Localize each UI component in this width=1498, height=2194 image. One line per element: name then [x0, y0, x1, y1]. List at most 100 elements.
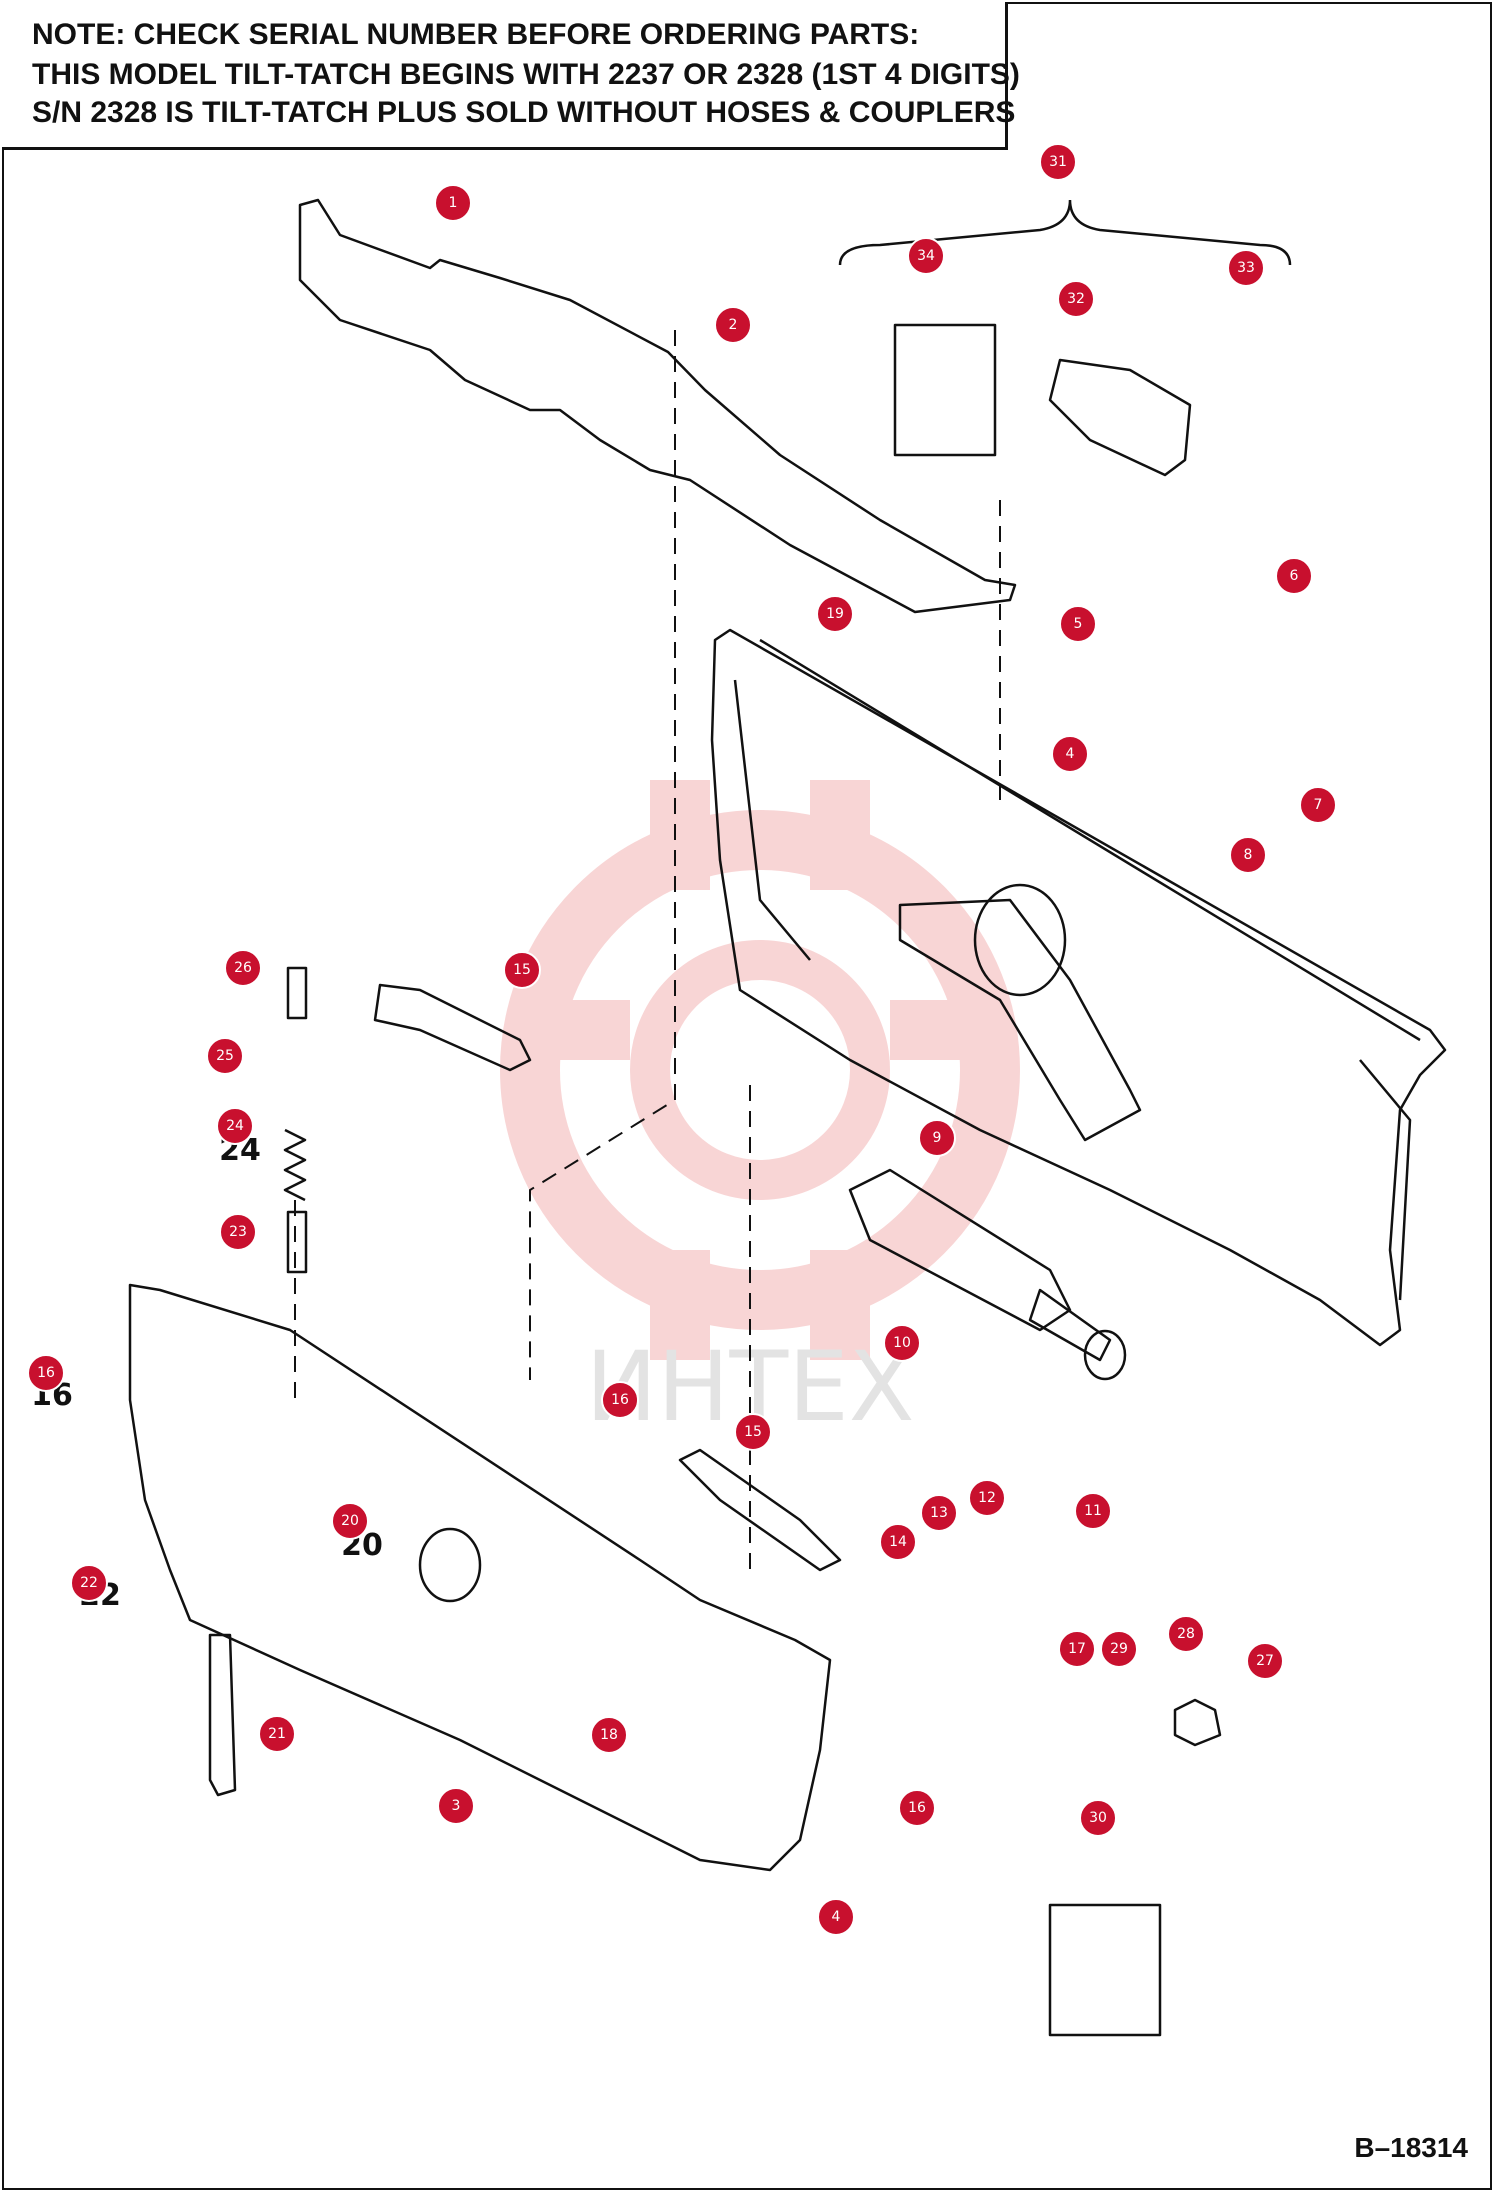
part-10-cylinder-rod-eye: [1083, 1329, 1127, 1381]
callout-33: 33: [1227, 249, 1265, 287]
callout-7: 7: [1299, 786, 1337, 824]
callout-16-center: 16: [601, 1381, 639, 1419]
callout-18: 18: [590, 1716, 628, 1754]
svg-text:31: 31: [1049, 154, 1067, 170]
callout-2: 2: [714, 306, 752, 344]
svg-text:4: 4: [1066, 746, 1075, 762]
callout-4-lower: 4: [817, 1898, 855, 1936]
svg-text:3: 3: [452, 1798, 461, 1814]
part-23-pin: [286, 1210, 308, 1274]
part-19-frame-inner-edge: [759, 638, 1421, 1042]
svg-text:30: 30: [1089, 1810, 1107, 1826]
note-line-2: THIS MODEL TILT-TATCH BEGINS WITH 2237 O…: [32, 58, 1020, 91]
callout-11: 11: [1074, 1492, 1112, 1530]
part-3-pivot-ring: [418, 1527, 482, 1603]
svg-text:16: 16: [37, 1365, 55, 1381]
callout-28: 28: [1167, 1615, 1205, 1653]
svg-text:16: 16: [611, 1392, 629, 1408]
svg-text:15: 15: [513, 962, 531, 978]
callout-15-upper: 15: [503, 951, 541, 989]
part-19-frame-left-flange: [733, 679, 811, 961]
svg-text:23: 23: [229, 1224, 247, 1240]
svg-text:28: 28: [1177, 1626, 1195, 1642]
svg-text:20: 20: [341, 1513, 359, 1529]
callout-24: 24: [216, 1107, 254, 1145]
part-15-upper-lever: [373, 983, 532, 1072]
svg-text:21: 21: [268, 1726, 286, 1742]
svg-text:2: 2: [729, 317, 738, 333]
callout-17: 17: [1058, 1630, 1096, 1668]
callout-13: 13: [920, 1494, 958, 1532]
svg-text:15: 15: [744, 1424, 762, 1440]
callout-32: 32: [1057, 280, 1095, 318]
svg-text:29: 29: [1110, 1641, 1128, 1657]
callout-31: 31: [1039, 143, 1077, 181]
callout-27: 27: [1246, 1642, 1284, 1680]
svg-text:13: 13: [930, 1505, 948, 1521]
callout-23: 23: [219, 1213, 257, 1251]
callout-29: 29: [1100, 1630, 1138, 1668]
callout-16-left: 16: [27, 1354, 65, 1392]
svg-text:26: 26: [234, 960, 252, 976]
callout-25: 25: [206, 1037, 244, 1075]
svg-text:17: 17: [1068, 1641, 1086, 1657]
part-15-lower-lever: [678, 1448, 842, 1572]
part-26-pin: [286, 966, 308, 1020]
callout-34: 34: [907, 237, 945, 275]
svg-text:9: 9: [933, 1130, 942, 1146]
callout-20: 20: [331, 1502, 369, 1540]
part-34-decal-sheet: [893, 323, 997, 457]
part-21-handle: [208, 1633, 237, 1797]
svg-text:18: 18: [600, 1727, 618, 1743]
part-32-coupler-cover: [1048, 358, 1192, 477]
svg-text:11: 11: [1084, 1503, 1102, 1519]
callout-16-right: 16: [898, 1789, 936, 1827]
svg-text:33: 33: [1237, 260, 1255, 276]
svg-text:14: 14: [889, 1534, 907, 1550]
callout-19: 19: [816, 595, 854, 633]
svg-text:32: 32: [1067, 291, 1085, 307]
callout-12: 12: [968, 1479, 1006, 1517]
serial-number-note: NOTE: CHECK SERIAL NUMBER BEFORE ORDERIN…: [2, 2, 1020, 150]
callout-14: 14: [879, 1523, 917, 1561]
callout-4-upper: 4: [1051, 735, 1089, 773]
svg-text:25: 25: [216, 1048, 234, 1064]
svg-text:10: 10: [893, 1335, 911, 1351]
callout-8: 8: [1229, 836, 1267, 874]
callout-30: 30: [1079, 1799, 1117, 1837]
svg-text:1: 1: [449, 195, 458, 211]
callout-15-lower: 15: [734, 1413, 772, 1451]
svg-text:7: 7: [1314, 797, 1323, 813]
callout-10: 10: [883, 1324, 921, 1362]
part-10-cylinder-rod: [1028, 1288, 1112, 1362]
part-24-spring: [283, 1128, 307, 1202]
svg-text:24: 24: [226, 1118, 244, 1134]
callout-26: 26: [224, 949, 262, 987]
tilt-arm-body: [898, 898, 1142, 1142]
part-3-bottom-plate: [128, 1283, 832, 1872]
callout-9: 9: [918, 1119, 956, 1157]
svg-text:5: 5: [1074, 616, 1083, 632]
svg-text:22: 22: [80, 1575, 98, 1591]
svg-text:4: 4: [832, 1909, 841, 1925]
part-31-kit-bracket: [838, 199, 1292, 266]
callout-6: 6: [1275, 557, 1313, 595]
callout-5: 5: [1059, 605, 1097, 643]
callout-3: 3: [437, 1787, 475, 1825]
part-1-top-plate: [298, 198, 1017, 614]
svg-text:19: 19: [826, 606, 844, 622]
part-30-battery-box: [1048, 1903, 1162, 2037]
callout-21: 21: [258, 1715, 296, 1753]
callout-1: 1: [434, 184, 472, 222]
part-19-frame-right-flange: [1359, 1059, 1412, 1301]
callout-22: 22: [70, 1564, 108, 1602]
svg-text:8: 8: [1244, 847, 1253, 863]
note-line-3: S/N 2328 IS TILT-TATCH PLUS SOLD WITHOUT…: [32, 96, 1016, 129]
note-line-1: NOTE: CHECK SERIAL NUMBER BEFORE ORDERIN…: [32, 18, 920, 51]
svg-text:27: 27: [1256, 1653, 1274, 1669]
svg-text:16: 16: [908, 1800, 926, 1816]
drawing-number: B–18314: [1354, 2132, 1468, 2163]
svg-text:6: 6: [1290, 568, 1299, 584]
svg-text:12: 12: [978, 1490, 996, 1506]
